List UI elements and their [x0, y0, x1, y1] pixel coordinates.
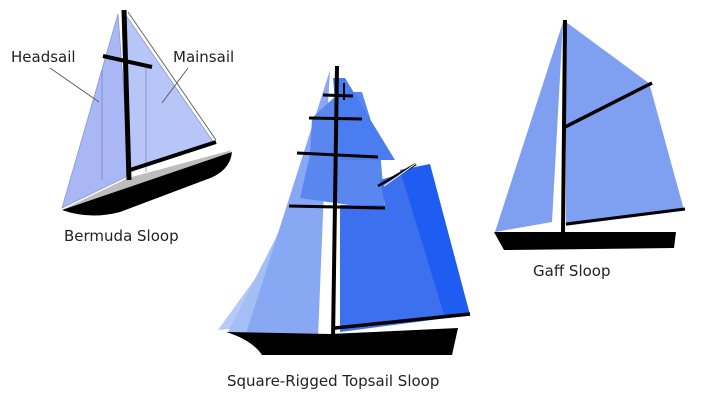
bermuda-sloop [49, 9, 232, 216]
topsail-hull [226, 328, 458, 355]
gaff-topsail [400, 164, 470, 318]
gaff-sloop [494, 19, 686, 250]
headsail-leader [49, 67, 100, 103]
bermuda-mast [121, 9, 132, 181]
headsail [61, 13, 131, 209]
yard-4 [288, 204, 386, 210]
gaff-spar [564, 81, 653, 129]
gaff-sloop-caption: Gaff Sloop [533, 262, 611, 280]
yard-2 [308, 116, 363, 121]
spreader [102, 54, 153, 69]
mainsail-label: Mainsail [173, 48, 235, 66]
gaff-mainsail-lower [566, 86, 684, 226]
gaff-hull [494, 232, 676, 250]
gaff-top-section [566, 22, 650, 126]
topsail-boom [334, 312, 471, 330]
headsail-label: Headsail [11, 48, 76, 66]
yard-1 [322, 93, 354, 98]
topsail-sloop [218, 65, 471, 355]
bermuda-sloop-caption: Bermuda Sloop [64, 227, 179, 245]
topsail-sloop-caption: Square-Rigged Topsail Sloop [227, 372, 440, 390]
gaff-boom [565, 207, 686, 226]
bermuda-deck [62, 150, 232, 210]
gaff-headsail [495, 22, 563, 232]
yard-3 [296, 151, 379, 159]
topsail-mast [331, 65, 339, 341]
jib-inner [244, 70, 330, 340]
bermuda-hull [62, 152, 232, 216]
gaff-mast [561, 19, 567, 235]
mainsail-leader [161, 67, 189, 104]
bermuda-boom [129, 140, 217, 172]
